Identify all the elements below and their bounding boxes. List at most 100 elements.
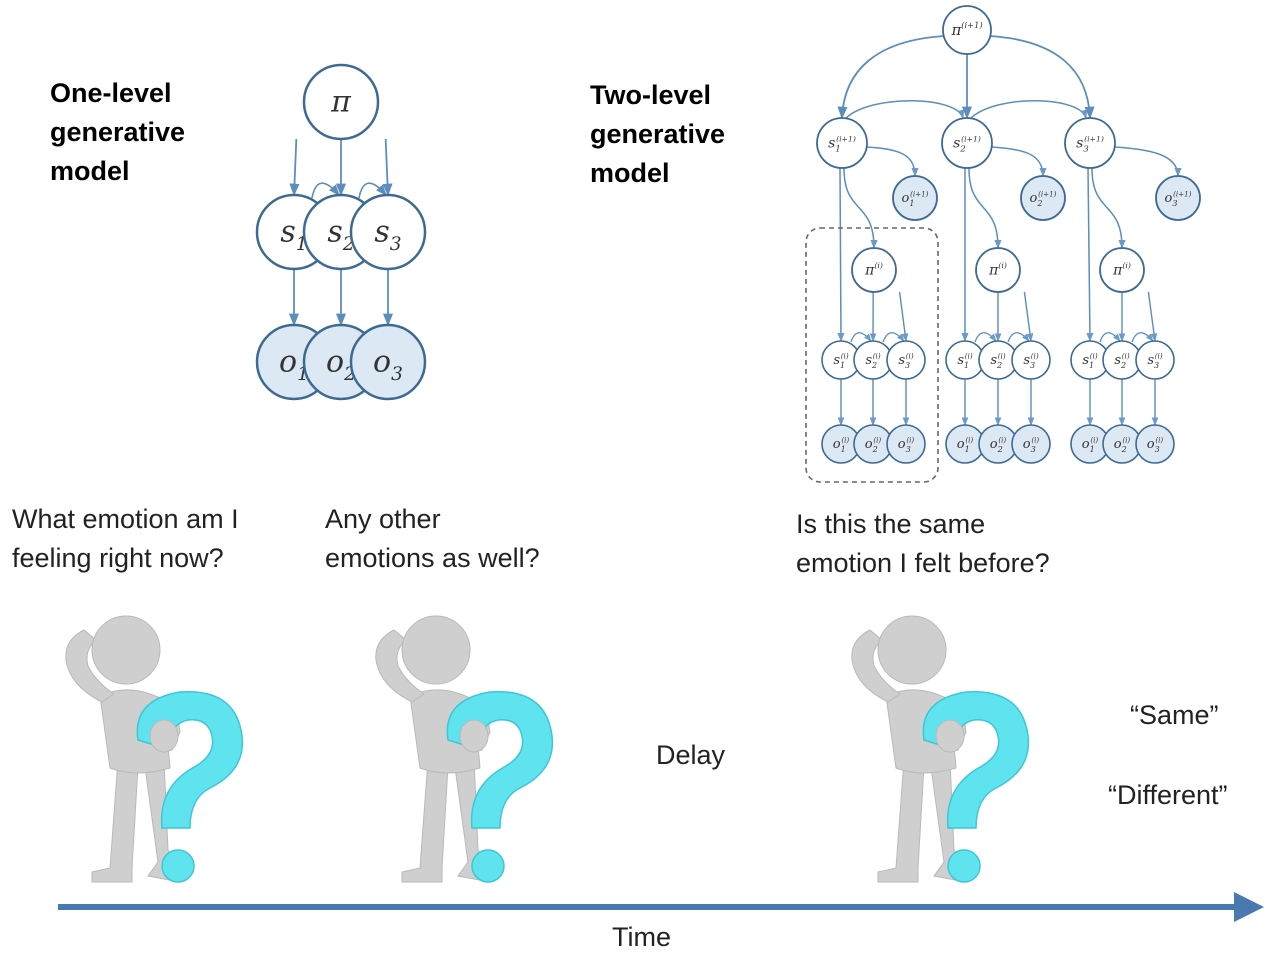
two-level-lower-obs-1-2-node: o2(i) [853, 424, 893, 464]
two-level-lower-state-2-3-node-label: s3(i) [1023, 351, 1038, 369]
two-level-top-state-3-to-obs-edge [1114, 146, 1182, 177]
response-different: “Different” [1108, 780, 1228, 810]
two-level-top-state-2-to-lower-policy-edge [968, 167, 1002, 249]
thinking-figure-3 [851, 615, 1030, 883]
two-level-lower-state-3-1-node-label: s1(i) [1082, 351, 1097, 369]
question-3: Is this the same emotion I felt before? [796, 509, 1050, 578]
two-level-lower-policy-3-node-label: π(i) [1112, 261, 1131, 278]
question-1: What emotion am I feeling right now? [12, 504, 239, 573]
two-level-lower-state-3-2-node: s2(i) [1102, 340, 1142, 380]
one-level-state-1-node-label: s1 [280, 215, 307, 255]
two-level-lower-state-1-1-node: s1(i) [821, 340, 861, 380]
two-level-lower-obs-1-3-node: o3(i) [886, 424, 926, 464]
two-level-top-state-3-node-label: s3(i+1) [1076, 134, 1104, 154]
two-level-top-obs-3-node: o3(i+1) [1155, 175, 1201, 221]
two-level-top-policy-node: π(i+1) [942, 5, 992, 55]
two-level-lower-policy-1-node: π(i) [851, 247, 897, 293]
time-axis-label: Time [612, 922, 671, 952]
two-level-lower-state-2-2-node: s2(i) [978, 340, 1018, 380]
two-level-lower-policy-3-node: π(i) [1099, 247, 1145, 293]
two-level-lower-state-1-2-node-label: s2(i) [865, 351, 880, 369]
two-level-lower-policy-2-to-state-3-edge [1023, 291, 1034, 342]
two-level-lower-transition-2-a-edge [974, 332, 997, 343]
two-level-top-state-1-node: s1(i+1) [816, 117, 868, 169]
thinking-figure-2 [375, 615, 554, 883]
two-level-lower-policy-1-to-state-3-edge [898, 291, 909, 342]
two-level-top-state-1-to-lower-policy-edge [843, 167, 878, 249]
two-level-lower-transition-3-a-edge [1099, 332, 1121, 343]
two-level-lower-obs-1-2-node-label: o2(i) [865, 435, 882, 453]
two-level-top-transition-2-3-edge [970, 100, 1088, 119]
two-level-lower-obs-2-1-node: o1(i) [945, 424, 985, 464]
two-level-lower-obs-2-1-node-label: o1(i) [957, 435, 974, 453]
response-same: “Same” [1130, 700, 1219, 730]
two-level-top-state-3-to-lower-policy-edge [1091, 167, 1126, 249]
hierarchy-level-box [805, 227, 939, 483]
two-level-top-state-1-node-label: s1(i+1) [828, 134, 856, 154]
two-level-lower-obs-3-1-node-label: o1(i) [1082, 435, 1099, 453]
one-level-obs-3-node-label: o3 [373, 345, 403, 385]
one-level-state-3-node-label: s3 [374, 215, 401, 255]
one-level-transition-2-3-edge [358, 182, 387, 199]
two-level-top-obs-3-node-label: o3(i+1) [1165, 189, 1192, 207]
two-level-lower-transition-1-b-edge [882, 332, 905, 343]
one-level-obs-1-node-label: o1 [279, 345, 309, 385]
delay-label: Delay [656, 740, 726, 770]
one-level-policy-to-state-3-edge [382, 138, 393, 197]
two-level-top-root-to-state-1-edge [837, 35, 946, 120]
two-level-lower-obs-2-3-node-label: o3(i) [1023, 435, 1040, 453]
question-2: Any other emotions as well? [325, 504, 540, 573]
two-level-lower-state-3-3-node: s3(i) [1135, 340, 1175, 380]
two-level-top-transition-1-2-edge [845, 100, 965, 119]
two-level-lower-state-2-1-node-label: s1(i) [957, 351, 972, 369]
two-level-lower-obs-3-3-node-label: o3(i) [1147, 435, 1164, 453]
two-level-lower-state-1-2-node: s2(i) [853, 340, 893, 380]
two-level-lower-obs-1-3-node-label: o3(i) [898, 435, 915, 453]
two-level-lower-obs-3-1-node: o1(i) [1070, 424, 1110, 464]
one-level-policy-node-label: π [330, 85, 352, 120]
two-level-lower-state-1-1-node-label: s1(i) [833, 351, 848, 369]
two-level-top-state-3-node: s3(i+1) [1064, 117, 1116, 169]
two-level-top-state-1-to-obs-edge [866, 146, 919, 177]
two-level-lower-transition-2-b-edge [1007, 332, 1030, 343]
two-level-lower-state-3-3-node-label: s3(i) [1147, 351, 1162, 369]
two-level-lower-state-1-3-node: s3(i) [886, 340, 926, 380]
two-level-top-obs-2-node: o2(i+1) [1020, 175, 1066, 221]
two-level-top-obs-1-node: o1(i+1) [892, 175, 938, 221]
two-level-lower-state-2-3-node: s3(i) [1011, 340, 1051, 380]
one-level-obs-3-node: o3 [349, 323, 427, 401]
one-level-policy-to-state-1-edge [289, 138, 300, 197]
two-level-top-state-3-to-lower-state-edge [1086, 167, 1094, 342]
two-level-lower-transition-1-a-edge [850, 332, 872, 343]
one-level-state-3-node: s3 [349, 193, 427, 271]
two-level-top-root-to-state-3-edge [988, 35, 1095, 120]
one-level-transition-1-2-edge [311, 182, 340, 199]
two-level-top-state-1-to-lower-state-edge [837, 167, 845, 342]
thinking-figure-1 [65, 615, 244, 883]
two-level-lower-policy-3-to-state-3-edge [1147, 291, 1158, 342]
two-level-top-obs-1-node-label: o1(i+1) [902, 189, 929, 207]
two-level-lower-obs-3-3-node: o3(i) [1135, 424, 1175, 464]
two-level-top-state-2-node-label: s2(i+1) [953, 134, 981, 154]
two-level-lower-obs-3-2-node-label: o2(i) [1114, 435, 1131, 453]
two-level-lower-obs-2-2-node-label: o2(i) [990, 435, 1007, 453]
two-level-top-policy-node-label: π(i+1) [950, 20, 982, 39]
two-level-lower-policy-2-node: π(i) [975, 247, 1021, 293]
two-level-top-state-2-node: s2(i+1) [941, 117, 993, 169]
two-level-lower-state-3-2-node-label: s2(i) [1114, 351, 1129, 369]
two-level-lower-obs-1-1-node: o1(i) [821, 424, 861, 464]
one-level-policy-node: π [302, 63, 380, 141]
two-level-lower-transition-3-b-edge [1131, 332, 1154, 343]
two-level-top-obs-2-node-label: o2(i+1) [1030, 189, 1057, 207]
two-level-top-state-2-to-obs-edge [991, 146, 1047, 177]
one-level-title: One-level generative model [50, 78, 186, 186]
two-level-lower-state-3-1-node: s1(i) [1070, 340, 1110, 380]
two-level-lower-policy-2-node-label: π(i) [988, 261, 1007, 278]
two-level-lower-obs-2-3-node: o3(i) [1011, 424, 1051, 464]
two-level-title: Two-level generative model [590, 80, 726, 188]
two-level-lower-state-1-3-node-label: s3(i) [898, 351, 913, 369]
two-level-lower-policy-1-node-label: π(i) [864, 261, 883, 278]
two-level-lower-obs-1-1-node-label: o1(i) [833, 435, 850, 453]
